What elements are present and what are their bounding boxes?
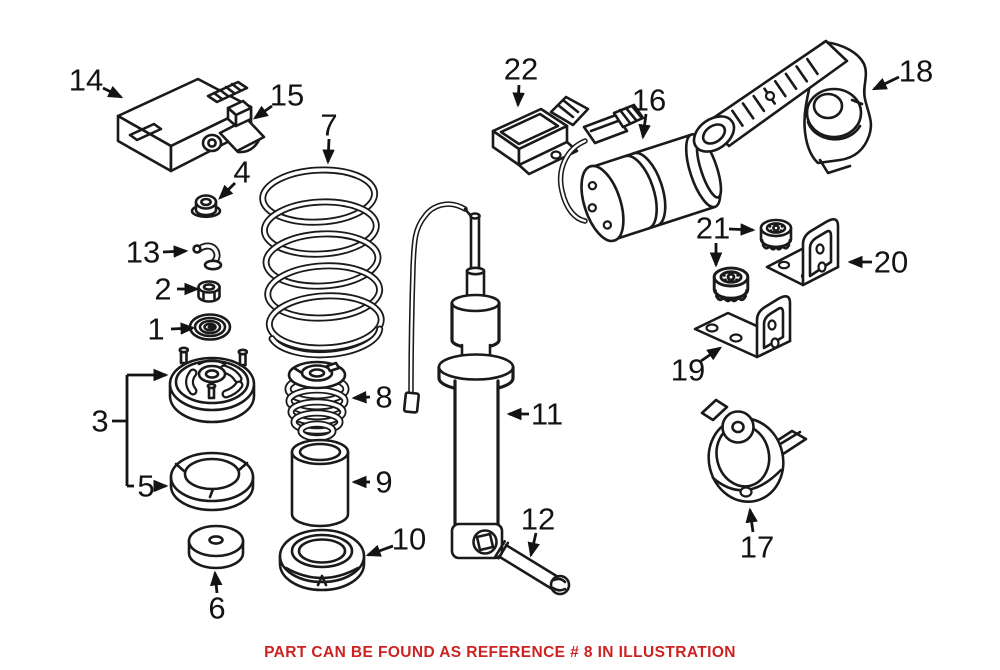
callout-11-number: 11 xyxy=(531,397,563,432)
callout-4-number: 4 xyxy=(233,155,250,190)
callout-16-number: 16 xyxy=(632,83,666,118)
part-14-control-module xyxy=(116,77,253,173)
reference-caption: PART CAN BE FOUND AS REFERENCE # 8 IN IL… xyxy=(264,644,736,661)
callout-13-number: 13 xyxy=(126,235,160,270)
callout-16: 16 xyxy=(632,83,666,140)
callout-11: 11 xyxy=(506,397,563,432)
callout-7-number: 7 xyxy=(320,108,337,143)
callout-22: 22 xyxy=(504,52,538,108)
callout-4: 4 xyxy=(218,155,251,200)
part-18-bracket xyxy=(692,39,873,175)
part-19-bracket xyxy=(693,294,792,359)
callout-1-number: 1 xyxy=(147,312,164,347)
callout-10: 10 xyxy=(365,522,426,557)
callout-17-number: 17 xyxy=(740,530,774,565)
callout-19: 19 xyxy=(671,346,723,388)
part-4-flange-nut xyxy=(190,194,222,219)
callout-14: 14 xyxy=(69,63,124,99)
callout-19-number: 19 xyxy=(671,353,705,388)
callout-14-number: 14 xyxy=(69,63,103,98)
part-20-bracket xyxy=(765,217,840,287)
part-11-shock-absorber xyxy=(402,201,515,560)
callout-6: 6 xyxy=(208,570,226,626)
part-13-elbow-fitting xyxy=(192,242,223,271)
part-15-bracket xyxy=(201,99,266,154)
part-17-holder xyxy=(700,398,808,504)
callout-21: 21 xyxy=(696,211,756,268)
callout-12-number: 12 xyxy=(521,502,555,537)
callout-20: 20 xyxy=(847,245,908,280)
callout-22-number: 22 xyxy=(504,52,538,87)
callout-21-number: 21 xyxy=(696,211,730,246)
part-7-coil-spring xyxy=(259,166,385,359)
callout-2-number: 2 xyxy=(154,272,171,307)
part-22-sensor xyxy=(491,95,590,176)
callout-7: 7 xyxy=(320,108,338,165)
callout-9: 9 xyxy=(351,465,393,500)
callouts: 1 2 3 5 4 6 7 8 9 xyxy=(69,52,933,626)
part-8-bump-stop xyxy=(284,360,350,442)
callout-8: 8 xyxy=(351,380,393,415)
callout-1: 1 xyxy=(147,312,196,347)
callout-3: 3 5 xyxy=(91,368,169,504)
callout-10-number: 10 xyxy=(392,522,426,557)
callout-17: 17 xyxy=(740,507,774,565)
callout-18-number: 18 xyxy=(899,54,933,89)
callout-3-number: 3 xyxy=(91,404,108,439)
callout-13: 13 xyxy=(126,235,189,270)
callout-2: 2 xyxy=(154,272,200,307)
part-3-strut-mount xyxy=(168,346,256,424)
part-1-washer xyxy=(188,313,232,341)
part-2-hex-nut xyxy=(197,280,221,303)
callout-15-number: 15 xyxy=(270,78,304,113)
part-9-dust-tube xyxy=(290,438,350,528)
callout-8-number: 8 xyxy=(375,380,392,415)
callout-18: 18 xyxy=(871,54,933,91)
callout-6-number: 6 xyxy=(208,591,225,626)
callout-20-number: 20 xyxy=(874,245,908,280)
part-6-cap xyxy=(187,524,245,570)
part-5-spring-pad xyxy=(169,451,255,512)
part-12-bolt xyxy=(494,540,571,596)
callout-15: 15 xyxy=(252,78,304,120)
callout-12: 12 xyxy=(521,502,555,558)
callout-5-number: 5 xyxy=(137,469,154,504)
callout-9-number: 9 xyxy=(375,465,392,500)
part-16-compressor xyxy=(557,103,723,243)
part-10-lower-spring-pad xyxy=(278,528,366,592)
